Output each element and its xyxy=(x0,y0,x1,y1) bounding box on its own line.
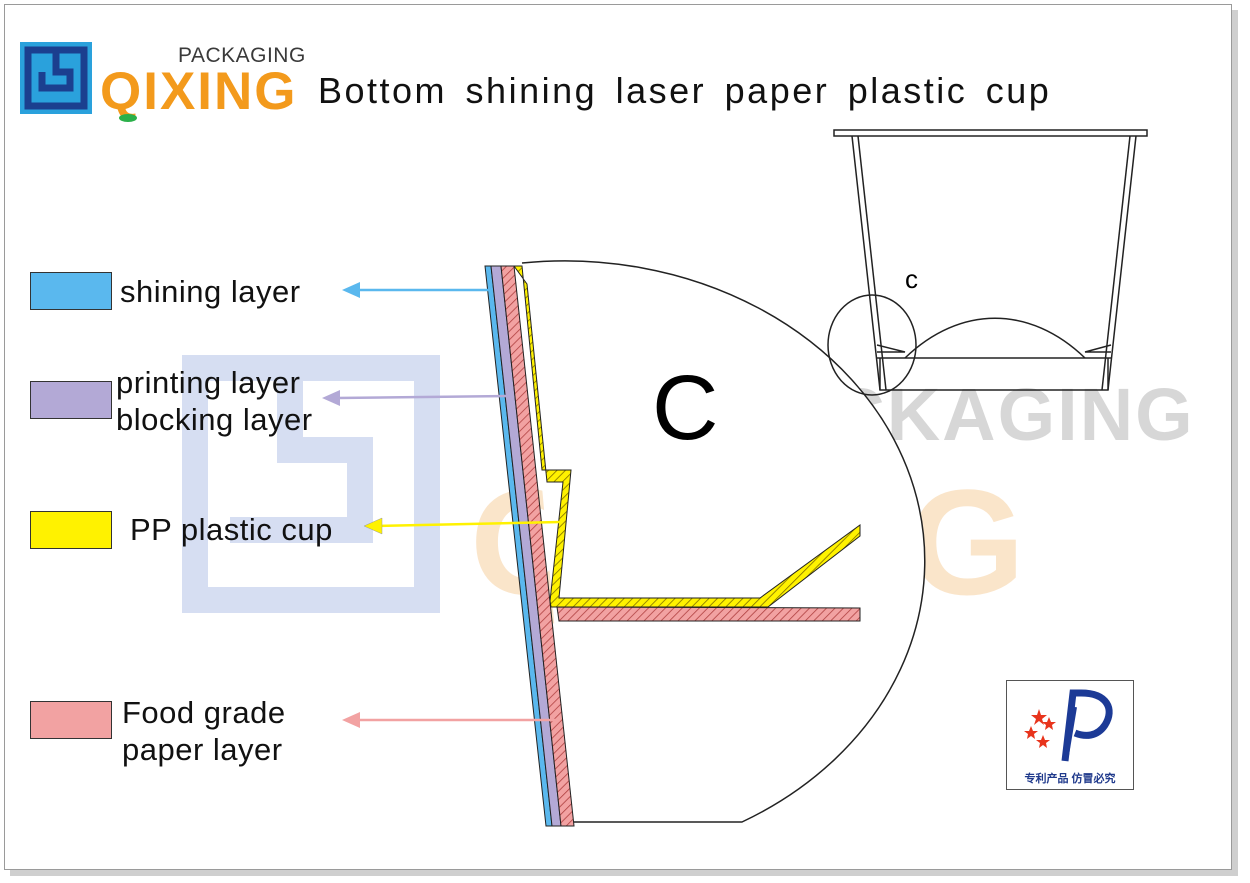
legend-swatch-printing xyxy=(30,381,112,419)
legend-swatch-paper xyxy=(30,701,112,739)
legend-swatch-pp xyxy=(30,511,112,549)
paper-bottom-strip xyxy=(556,606,861,622)
legend-label-pp: PP plastic cup xyxy=(130,512,333,547)
cup-detail-marker: c xyxy=(905,264,918,294)
patent-logo-icon xyxy=(1024,689,1113,762)
patent-caption: 专利产品 仿冒必究 xyxy=(1024,773,1116,785)
legend-label-shining: shining layer xyxy=(120,274,301,309)
arrowhead-shining xyxy=(342,282,360,298)
arrowhead-pp xyxy=(363,517,383,535)
paper-layer-strip xyxy=(500,265,575,827)
arrow-pp xyxy=(377,520,561,528)
detail-label: C xyxy=(652,357,719,459)
logo-qixing-text: QIXING xyxy=(100,62,298,121)
logo-packaging-text: PACKAGING xyxy=(178,44,306,67)
patent-badge: 专利产品 仿冒必究 xyxy=(1006,680,1134,790)
page-title: Bottom shining laser paper plastic cup xyxy=(318,70,1052,111)
detail-outline xyxy=(521,260,926,823)
legend-swatch-shining xyxy=(30,272,112,310)
arrow-printing xyxy=(335,394,511,400)
arrowhead-paper xyxy=(342,712,360,728)
arrowhead-printing xyxy=(322,390,340,406)
pp-cup-layer xyxy=(513,265,861,608)
qixing-logo-icon xyxy=(20,42,92,114)
cup-outline-drawing xyxy=(827,129,1148,396)
